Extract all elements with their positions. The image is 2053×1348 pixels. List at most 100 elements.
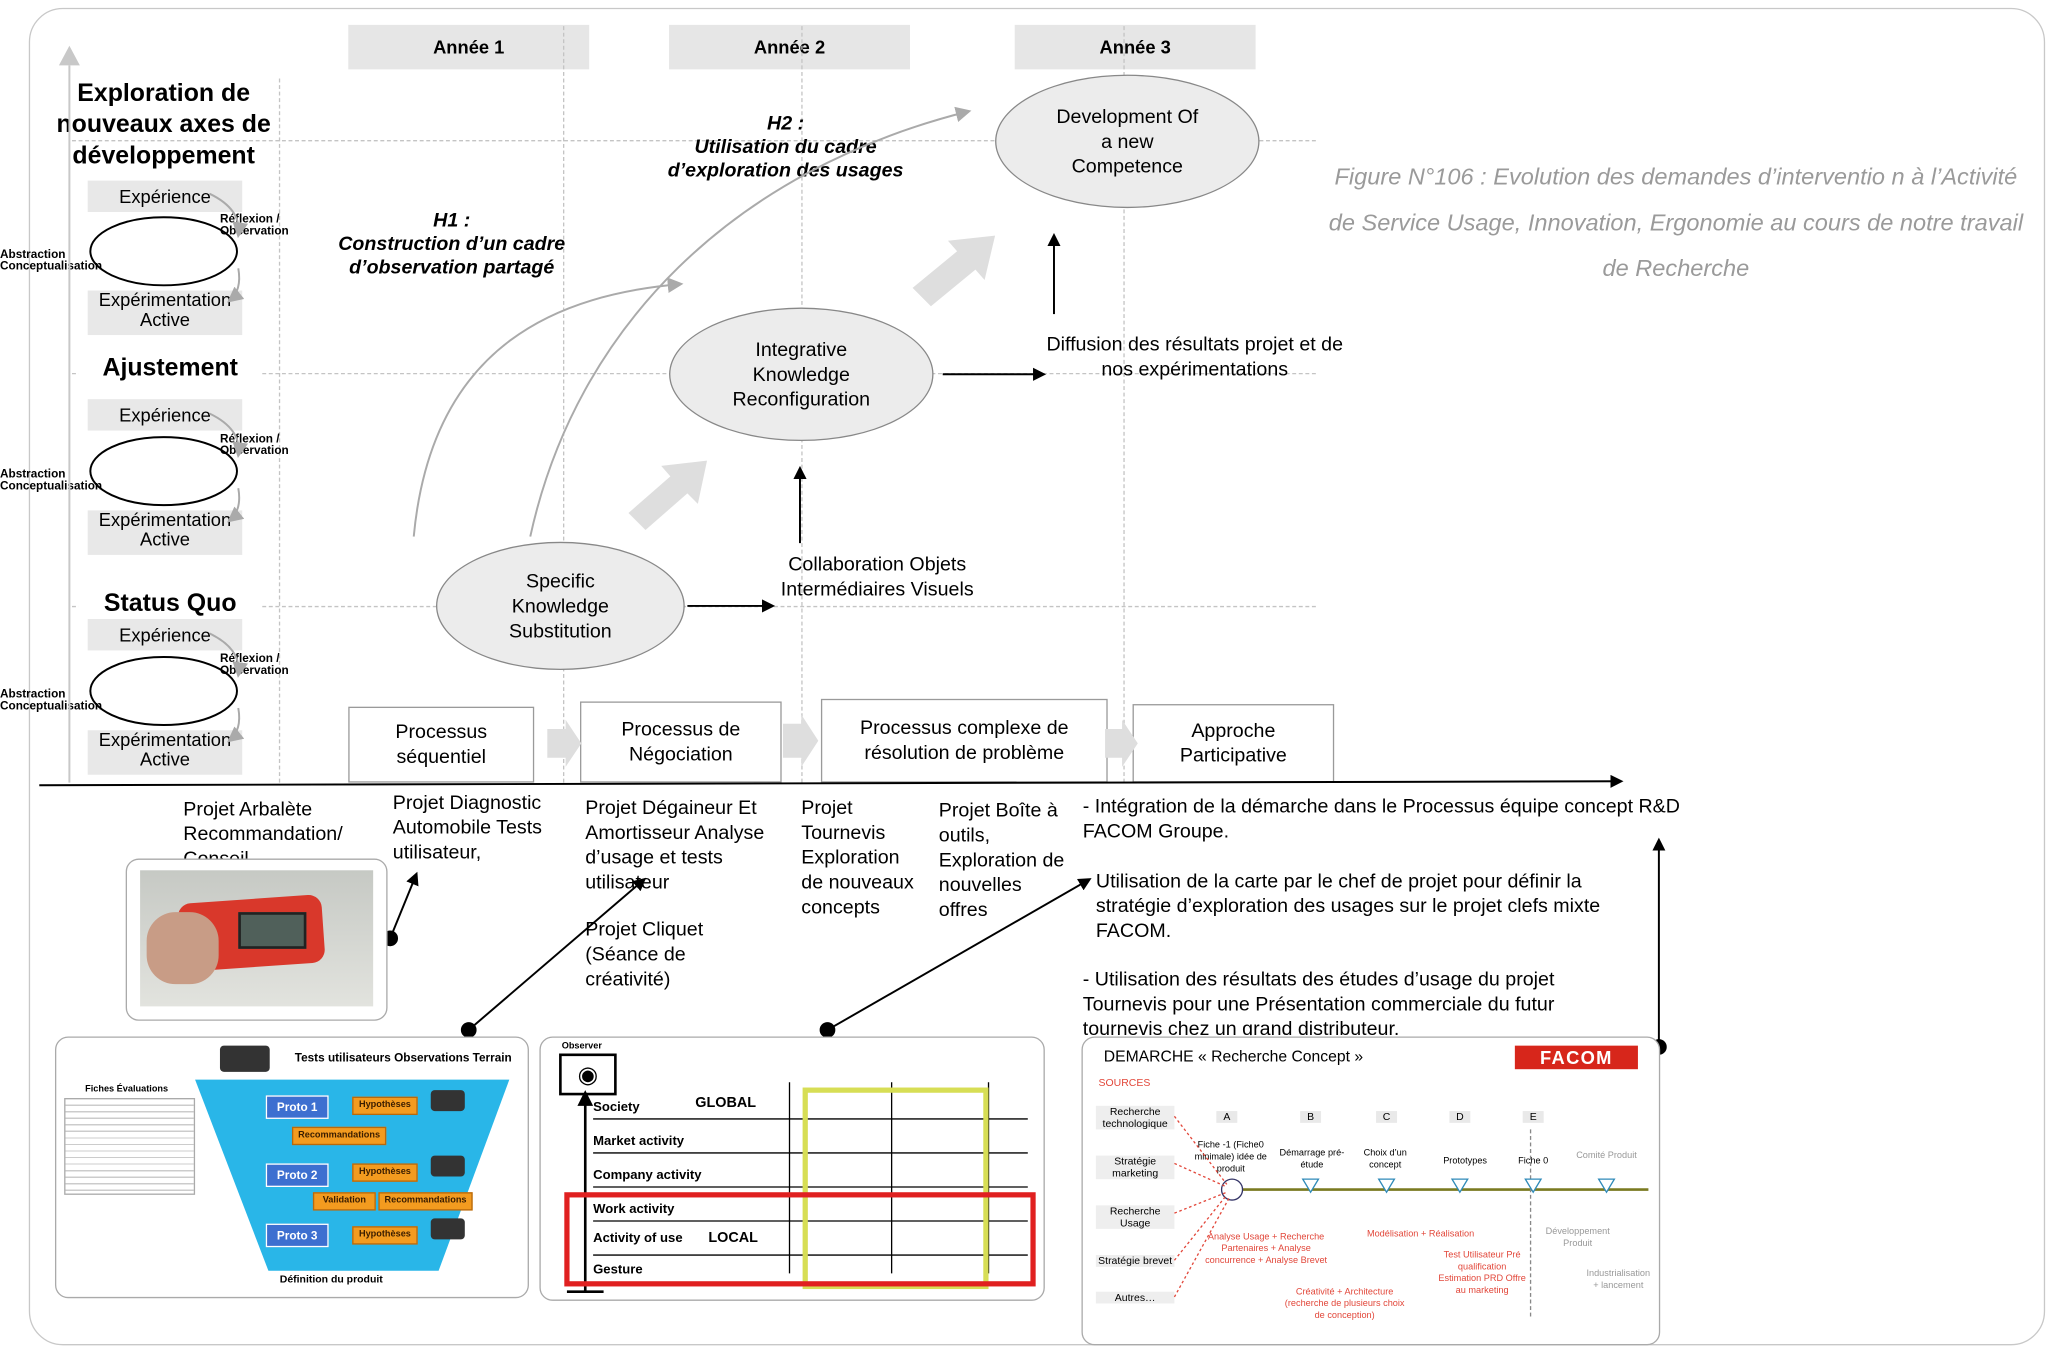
ellipse-specific: Specific Knowledge Substitution bbox=[435, 541, 685, 671]
cycle-abstraction: Abstraction Conceptualisation bbox=[0, 467, 103, 493]
facom-note: Développement Produit bbox=[1545, 1227, 1610, 1249]
stage-a: A bbox=[1216, 1111, 1238, 1123]
cycle-loop bbox=[89, 436, 238, 507]
stage-e: E bbox=[1522, 1111, 1544, 1123]
tests-panel: Tests utilisateurs Observations Terrain … bbox=[54, 1036, 529, 1299]
cycle-reflexion: Réflexion / Observation bbox=[219, 212, 289, 237]
cycle-arrow bbox=[209, 192, 248, 239]
block-arrow bbox=[547, 719, 582, 767]
hypothesis-2-arrow bbox=[529, 106, 972, 537]
integration-text-3: - Utilisation des résultats des études d… bbox=[1082, 968, 1555, 1036]
cycle-arrows bbox=[209, 192, 248, 743]
facom-panel: DEMARCHE « Recherche Concept » FACOM SOU… bbox=[1081, 1036, 1661, 1346]
device-photo bbox=[125, 858, 388, 1021]
milestone-marker bbox=[1301, 1178, 1320, 1194]
device-screen bbox=[238, 912, 307, 949]
hand bbox=[146, 912, 219, 985]
observer-panel: Observer ◉ Society GLOBAL Market activit… bbox=[539, 1036, 1045, 1301]
hypotheses-tag: Hypothèses bbox=[352, 1226, 418, 1245]
ellipse-specific-label: Specific Knowledge Substitution bbox=[509, 569, 612, 642]
recommandations-tag: Recommandations bbox=[378, 1192, 473, 1211]
integration-text-1: - Intégration de la démarche dans le Pro… bbox=[1082, 795, 1680, 843]
stage-c: C bbox=[1376, 1111, 1398, 1123]
facom-title: DEMARCHE « Recherche Concept » bbox=[1103, 1046, 1364, 1066]
milestone: Prototypes bbox=[1443, 1156, 1488, 1167]
arrow bbox=[468, 877, 647, 1031]
process-label: Processus complexe de résolution de prob… bbox=[860, 717, 1069, 765]
milestone: Comité Produit bbox=[1576, 1151, 1637, 1161]
year-1: Année 1 bbox=[348, 24, 590, 70]
validation-tag: Validation bbox=[312, 1192, 376, 1211]
tests-title: Tests utilisateurs Observations Terrain bbox=[294, 1050, 512, 1064]
milestone-marker bbox=[1450, 1178, 1469, 1194]
stage-b: B bbox=[1300, 1111, 1322, 1123]
hypothesis-1: H1 :Construction d’un cadre d’observatio… bbox=[314, 209, 589, 280]
source-item: Recherche Usage bbox=[1095, 1205, 1175, 1229]
process-label: Processus séquentiel bbox=[395, 721, 488, 769]
figure-caption: Figure N°106 : Evolution des demandes d’… bbox=[1328, 163, 2024, 282]
cycle-reflexion: Réflexion / Observation bbox=[219, 431, 289, 457]
cycle-loop bbox=[89, 655, 238, 727]
funnel bbox=[195, 1079, 510, 1271]
milestone-marker bbox=[1524, 1178, 1543, 1194]
hypothesis-2: H2 :Utilisation du cadre d’exploration d… bbox=[642, 113, 930, 184]
process-negociation: Processus de Négociation bbox=[580, 701, 782, 783]
facom-note: Modélisation + Réalisation bbox=[1366, 1230, 1475, 1240]
milestone-marker bbox=[1597, 1178, 1616, 1194]
source-link bbox=[1174, 1162, 1228, 1188]
project-degaineur: Projet Dégaineur Et Amortisseur Analyse … bbox=[585, 796, 765, 894]
vertical-axis-arrowhead bbox=[58, 45, 80, 66]
recommandations-tag: Recommandations bbox=[291, 1126, 387, 1146]
block-arrows bbox=[547, 235, 1138, 767]
cycle-arrow bbox=[227, 707, 245, 743]
fiches-label: Fiches Évaluations bbox=[85, 1084, 169, 1095]
collaboration-label: Collaboration Objets Intermédiaires Visu… bbox=[780, 553, 974, 601]
flow-arrows bbox=[39, 232, 1666, 1047]
ellipse-development: Development Of a new Competence bbox=[995, 74, 1260, 209]
hypothesis-2-title: H2 : bbox=[767, 112, 805, 135]
observer-axis-arrowhead bbox=[577, 1090, 594, 1106]
grid-line bbox=[1123, 26, 1125, 783]
block-arrow bbox=[628, 460, 708, 531]
cycle-experience: Expérience bbox=[87, 399, 243, 431]
ellipse-integrative: Integrative Knowledge Reconfiguration bbox=[669, 307, 934, 442]
diffusion-label: Diffusion des résultats projet et de nos… bbox=[1046, 333, 1344, 381]
camera-icon bbox=[430, 1090, 465, 1112]
project-cliquet: Projet Cliquet (Séance de créativité) bbox=[585, 918, 704, 991]
grid-line bbox=[72, 140, 1316, 142]
hypotheses-tag: Hypothèses bbox=[352, 1163, 418, 1182]
definition-label: Définition du produit bbox=[279, 1273, 383, 1286]
cycle-arrow bbox=[227, 268, 245, 303]
grid-line bbox=[562, 26, 565, 783]
cycle-experimentation: Expérimentation Active bbox=[87, 290, 243, 336]
observer-label: Observer bbox=[561, 1041, 602, 1051]
red-frame bbox=[564, 1192, 1036, 1287]
dot bbox=[819, 1022, 836, 1038]
proto-3: Proto 3 bbox=[265, 1223, 329, 1248]
process-label: Processus de Négociation bbox=[621, 718, 741, 766]
fiches-document bbox=[64, 1097, 196, 1195]
sources-label: SOURCES bbox=[1098, 1077, 1151, 1089]
hypotheses-tag: Hypothèses bbox=[352, 1096, 418, 1116]
facom-note: Industrialisation + lancement bbox=[1586, 1269, 1651, 1291]
project-boite: Projet Boîte à outils, Exploration de no… bbox=[938, 799, 1065, 922]
local-label: LOCAL bbox=[708, 1230, 758, 1246]
camera-icon bbox=[430, 1155, 465, 1177]
cycle-experimentation: Expérimentation Active bbox=[87, 730, 243, 775]
ellipse-development-label: Development Of a new Competence bbox=[1056, 105, 1199, 178]
facom-source-links bbox=[1173, 1115, 1231, 1298]
level-exploration: Exploration de nouveaux axes de développ… bbox=[56, 79, 271, 171]
cycle-experimentation: Expérimentation Active bbox=[87, 510, 243, 555]
cycle-loop bbox=[89, 216, 238, 287]
global-label: GLOBAL bbox=[695, 1095, 757, 1112]
outer-frame bbox=[28, 7, 2046, 1346]
eye-icon: ◉ bbox=[559, 1053, 617, 1096]
milestone-marker bbox=[1377, 1178, 1396, 1194]
cycle-loops bbox=[89, 216, 238, 727]
stage-d: D bbox=[1449, 1111, 1471, 1123]
level-ajustement: Ajustement bbox=[78, 353, 262, 385]
ellipse-integrative-label: Integrative Knowledge Reconfiguration bbox=[732, 338, 871, 411]
cycle-abstraction: Abstraction Conceptualisation bbox=[0, 687, 103, 712]
integration-text-2: Utilisation de la carte par le chef de p… bbox=[1095, 870, 1601, 943]
